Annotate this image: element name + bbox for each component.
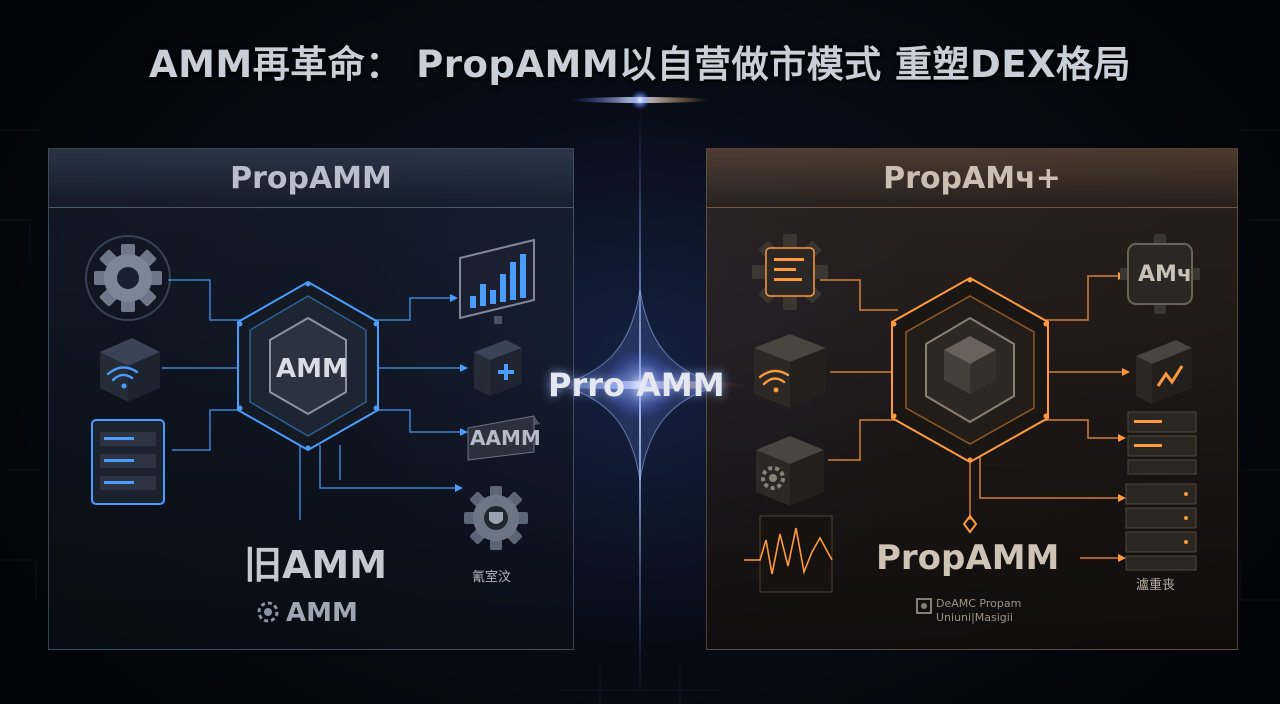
propamm-hub <box>891 276 1049 464</box>
left-hub-label: AMM <box>276 354 348 384</box>
wifi-cube-orange-icon <box>754 334 826 408</box>
left-panel: PropAMM <box>48 148 574 650</box>
gear-cube-icon <box>756 436 824 506</box>
left-connectors <box>162 279 460 520</box>
left-panel-header: PropAMM <box>49 149 573 208</box>
shield-gear-icon <box>464 486 528 550</box>
footer-logo-icon <box>916 598 932 614</box>
right-panel-title: PropAMч+ <box>883 161 1061 196</box>
right-footer-line2: Uniuni|Masigii <box>936 611 1013 624</box>
left-arrowheads <box>450 294 468 492</box>
server-stack-icon <box>91 419 165 505</box>
right-footer-line1: DeAMC Propam <box>936 597 1022 610</box>
wifi-cube-icon <box>100 338 160 402</box>
left-bottom-label: 旧AMM <box>244 543 388 587</box>
database-stack-icon <box>1125 483 1197 571</box>
amm-hub <box>237 280 379 452</box>
right-bottom-label: PropAMM <box>876 538 1060 578</box>
plus-box-icon <box>474 340 522 396</box>
trend-cube-icon <box>1136 340 1192 404</box>
page-title: AMM再革命： PropAMM以自营做市模式 重塑DEX格局 <box>148 43 1132 86</box>
left-gear-caption: 氰室汶 <box>472 570 512 585</box>
small-gear-icon <box>257 601 279 623</box>
left-tile-label: AAMM <box>470 426 541 450</box>
left-footer-label: AMM <box>286 598 358 628</box>
right-caption: 瀘重丧 <box>1136 578 1176 593</box>
right-chip-label: AMч <box>1138 262 1193 287</box>
price-chart-icon <box>744 515 833 593</box>
server-stack-orange-icon <box>1127 411 1197 475</box>
center-label: Prro AMM <box>548 366 725 404</box>
right-panel-header: PropAMч+ <box>707 149 1237 208</box>
aamm-tile <box>467 415 540 461</box>
gear-icon <box>85 235 171 321</box>
bar-chart-monitor-icon <box>459 238 535 324</box>
diamond-marker <box>962 514 978 534</box>
chip-gear-icon <box>752 234 828 310</box>
left-panel-title: PropAMM <box>230 161 392 196</box>
am-chip-icon <box>1120 234 1200 314</box>
